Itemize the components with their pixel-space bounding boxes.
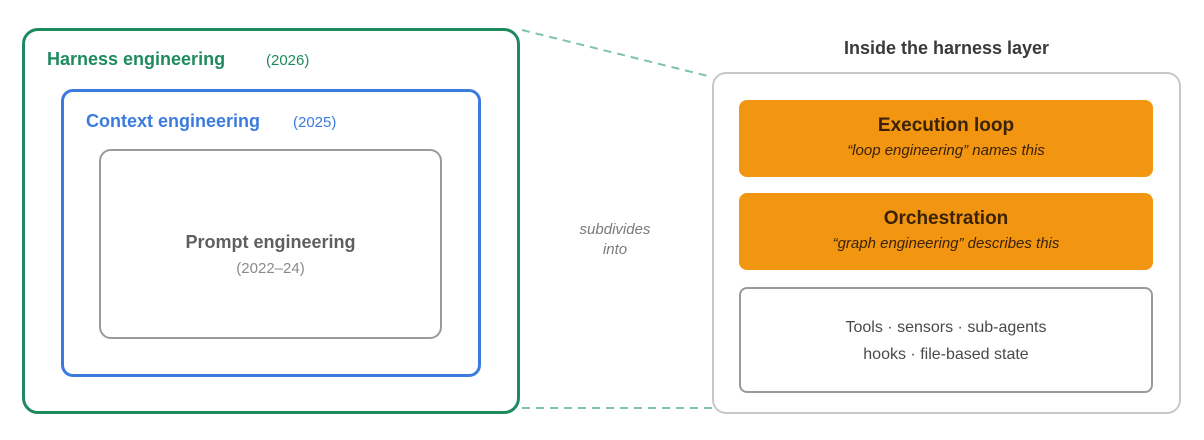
- connector-label-line-1: subdivides: [579, 221, 651, 238]
- connector-line-top: [521, 29, 713, 78]
- prompt-engineering-box: [99, 149, 442, 339]
- execution-loop-title: Execution loop: [877, 115, 1015, 136]
- tools-card: Tools · sensors · sub-agents hooks · fil…: [739, 287, 1153, 393]
- orchestration-card: Orchestration “graph engineering” descri…: [739, 193, 1153, 270]
- context-engineering-box: [61, 89, 481, 377]
- execution-loop-card: Execution loop “loop engineering” names …: [739, 100, 1153, 177]
- orchestration-title: Orchestration: [883, 208, 1009, 229]
- prompt-engineering-year: (2022–24): [236, 260, 305, 277]
- context-engineering-year: (2025): [293, 114, 337, 131]
- harness-layer-panel: [712, 72, 1181, 414]
- harness-layer-heading: Inside the harness layer: [843, 38, 1050, 58]
- harness-engineering-box: [22, 28, 520, 414]
- connector-label-line-2: into: [602, 241, 628, 258]
- harness-engineering-year: (2026): [266, 52, 310, 69]
- execution-loop-subtitle: “loop engineering” names this: [847, 142, 1045, 159]
- tools-line-1: Tools · sensors · sub-agents: [845, 319, 1047, 336]
- harness-engineering-title: Harness engineering: [47, 49, 226, 69]
- tools-line-2: hooks · file-based state: [863, 346, 1029, 363]
- orchestration-subtitle: “graph engineering” describes this: [832, 235, 1060, 252]
- context-engineering-title: Context engineering: [86, 111, 261, 131]
- prompt-engineering-title: Prompt engineering: [185, 232, 356, 252]
- connector-label: subdivides into: [555, 220, 675, 260]
